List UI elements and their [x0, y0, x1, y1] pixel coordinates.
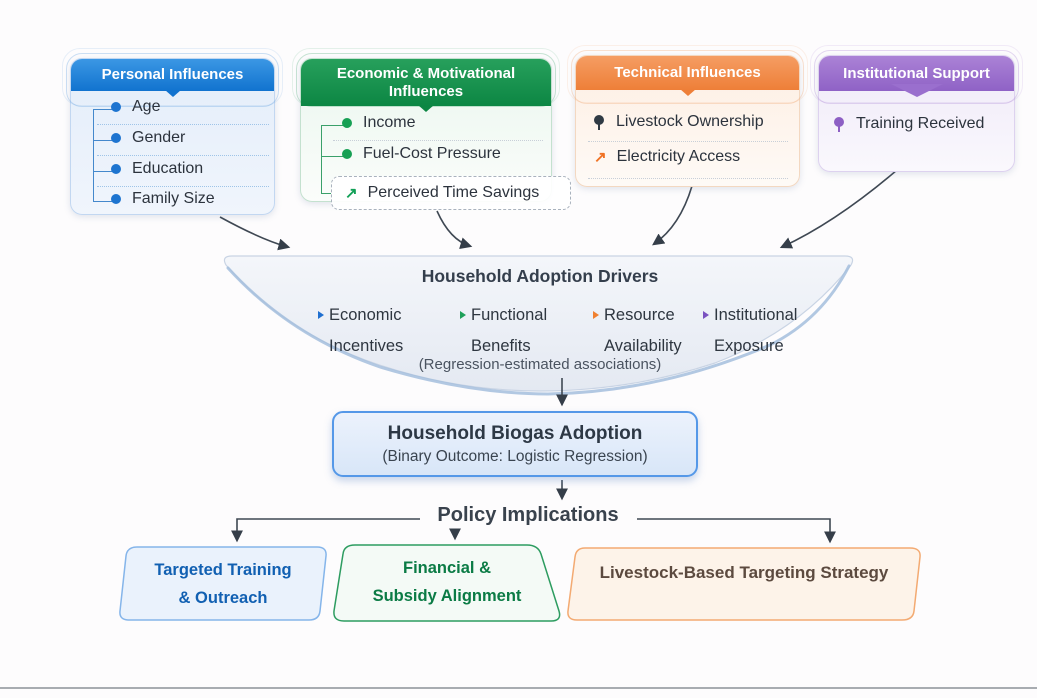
- tree-line: [321, 125, 322, 193]
- tree-stub: [321, 125, 343, 126]
- arrow-policy-to-right: [637, 518, 836, 544]
- card-institutional-title: Institutional Support: [843, 64, 990, 82]
- card-personal-title: Personal Influences: [101, 66, 244, 83]
- item-divider: [333, 140, 543, 141]
- card-institutional-support: Institutional Support Training Received: [810, 45, 1023, 172]
- item-divider: [588, 141, 788, 142]
- policy-box-right-shape: [567, 547, 921, 621]
- card-institutional-header: Institutional Support: [819, 56, 1014, 91]
- item-label: Age: [132, 98, 161, 115]
- list-item: ↗ Electricity Access: [594, 148, 740, 166]
- item-label: Livestock Ownership: [616, 113, 764, 130]
- outcome-box: Household Biogas Adoption (Binary Outcom…: [332, 411, 698, 477]
- list-item: Income: [342, 114, 415, 132]
- policy-box-left-shape: [119, 546, 327, 621]
- item-label: Training Received: [856, 115, 985, 132]
- policy-box-middle-label: Financial &Subsidy Alignment: [372, 559, 522, 605]
- card-technical-influences: Technical Influences Livestock Ownership…: [567, 45, 808, 187]
- policy-box-left-label: Targeted Training& Outreach: [154, 561, 292, 607]
- item-label: Family Size: [132, 190, 215, 207]
- tree-stub: [93, 140, 112, 141]
- tree-stub: [93, 109, 112, 110]
- funnel-rim: [226, 264, 851, 396]
- item-divider: [97, 124, 269, 125]
- card-technical-header: Technical Influences: [576, 56, 799, 90]
- card-personal-header: Personal Influences: [71, 59, 274, 91]
- item-label: Perceived Time Savings: [367, 184, 540, 201]
- tree-stub: [321, 156, 343, 157]
- tree-stub: [321, 193, 331, 194]
- triangle-bullet-icon: [318, 311, 324, 319]
- arrow-economic-to-funnel: [436, 210, 473, 249]
- card-economic-header: Economic & Motivational Influences: [301, 59, 551, 106]
- outcome-subtitle: (Binary Outcome: Logistic Regression): [382, 447, 648, 465]
- list-item: Gender: [111, 129, 185, 147]
- page-divider-line: [0, 687, 1037, 689]
- arrow-technical-to-funnel: [652, 185, 693, 246]
- trend-arrow-icon: ↗: [594, 148, 607, 166]
- arrow-policy-to-left: [231, 518, 420, 543]
- list-item: Training Received: [834, 115, 984, 133]
- list-item-perceived-time-savings: ↗ Perceived Time Savings: [331, 176, 571, 210]
- card-economic-title: Economic & Motivational Influences: [336, 64, 516, 100]
- tree-line: [93, 109, 94, 201]
- funnel-note: (Regression-estimated associations): [418, 356, 662, 373]
- bullet-dot-icon: [111, 133, 121, 143]
- item-divider: [97, 186, 269, 187]
- pin-icon: [834, 116, 844, 132]
- item-divider: [588, 178, 788, 179]
- policy-box-middle-shape: [333, 544, 561, 622]
- arrow-personal-to-funnel: [219, 216, 291, 251]
- bullet-dot-icon: [342, 118, 352, 128]
- bullet-dot-icon: [111, 194, 121, 204]
- list-item: Livestock Ownership: [594, 113, 764, 131]
- item-label: Education: [132, 160, 204, 177]
- arrow-institutional-to-funnel: [779, 169, 898, 249]
- triangle-bullet-icon: [593, 311, 599, 319]
- card-technical-title: Technical Influences: [614, 64, 761, 81]
- card-economic-influences: Economic & Motivational Influences Incom…: [292, 48, 571, 210]
- list-item: Fuel-Cost Pressure: [342, 145, 501, 163]
- funnel-title: Household Adoption Drivers: [421, 266, 659, 286]
- triangle-bullet-icon: [460, 311, 466, 319]
- policy-heading: Policy Implications: [437, 504, 619, 526]
- item-label: Fuel-Cost Pressure: [363, 145, 501, 162]
- list-item: Family Size: [111, 190, 215, 208]
- item-label: Electricity Access: [616, 148, 741, 165]
- outcome-title: Household Biogas Adoption: [387, 422, 643, 444]
- bullet-dot-icon: [342, 149, 352, 159]
- triangle-bullet-icon: [703, 311, 709, 319]
- tree-stub: [93, 201, 112, 202]
- policy-box-right-label: Livestock-Based Targeting Strategy: [599, 563, 889, 582]
- bullet-dot-icon: [111, 102, 121, 112]
- item-divider: [97, 155, 269, 156]
- list-item: Education: [111, 160, 203, 178]
- tree-stub: [93, 171, 112, 172]
- item-label: Gender: [132, 129, 186, 146]
- trend-arrow-icon: ↗: [345, 184, 358, 202]
- card-personal-influences: Personal Influences Age Gender Education…: [62, 48, 283, 215]
- pin-icon: [594, 114, 604, 130]
- list-item: Age: [111, 98, 160, 116]
- item-label: Income: [363, 114, 416, 131]
- bullet-dot-icon: [111, 164, 121, 174]
